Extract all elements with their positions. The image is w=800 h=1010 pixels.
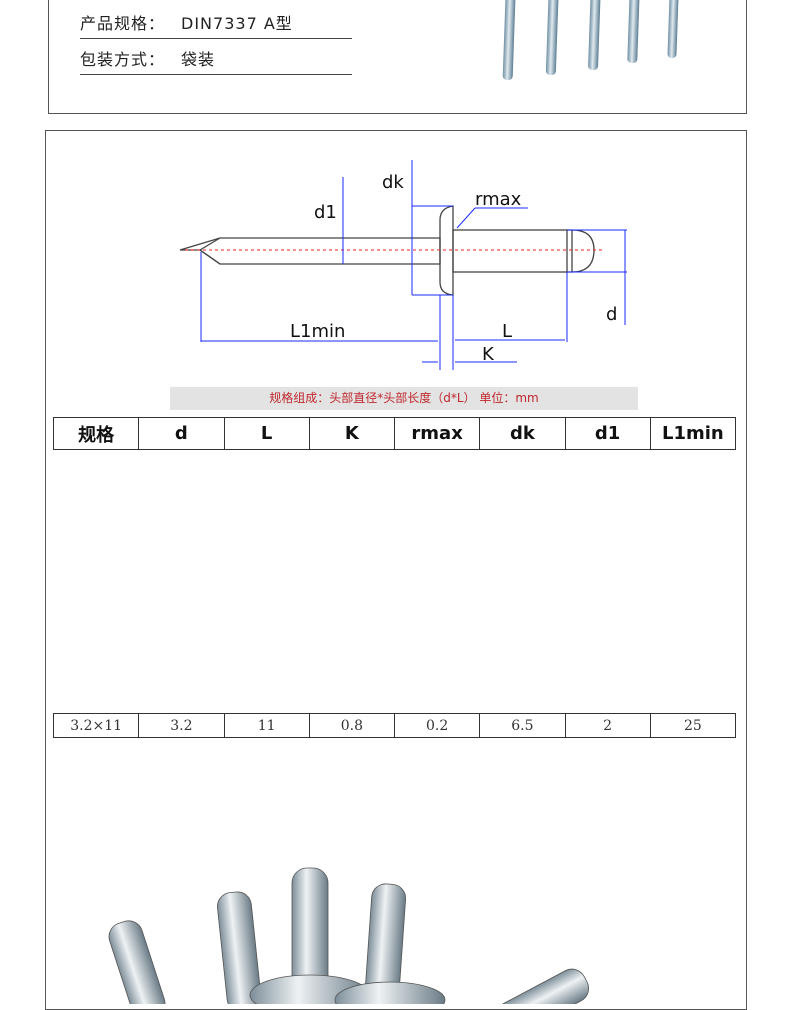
label-rmax: rmax bbox=[475, 189, 522, 210]
header-d: d bbox=[138, 417, 225, 450]
header-d1: d1 bbox=[564, 417, 651, 450]
header-spec: 规格 bbox=[52, 417, 140, 450]
cell: 11 bbox=[223, 713, 310, 738]
cell: 3.2 bbox=[138, 713, 225, 738]
label-l1min: L1min bbox=[290, 321, 345, 342]
spec-value: 袋装 bbox=[181, 50, 216, 69]
spec-row-packaging: 包装方式： 袋装 bbox=[80, 46, 352, 75]
dimension-panel bbox=[45, 130, 747, 1010]
cell: 25 bbox=[649, 713, 737, 738]
rivet-rods-photo bbox=[502, 0, 679, 81]
label-k: K bbox=[482, 344, 495, 365]
cell: 6.5 bbox=[479, 713, 566, 738]
header-dk: dk bbox=[479, 417, 566, 450]
spec-table-header: 规格 d L K rmax dk d1 L1min bbox=[52, 417, 737, 450]
header-l1min: L1min bbox=[649, 417, 737, 450]
rivets-photo bbox=[108, 867, 590, 1004]
spec-label: 包装方式： bbox=[80, 50, 166, 69]
table-row: 3.2×11 3.2 11 0.8 0.2 6.5 2 25 bbox=[52, 713, 737, 738]
label-d: d bbox=[606, 304, 617, 325]
cell: 0.8 bbox=[308, 713, 396, 738]
cell: 2 bbox=[564, 713, 651, 738]
spec-value: DIN7337 A型 bbox=[181, 14, 293, 33]
label-d1: d1 bbox=[314, 202, 337, 223]
header-rmax: rmax bbox=[393, 417, 481, 450]
cell: 0.2 bbox=[393, 713, 481, 738]
cell: 3.2×11 bbox=[52, 713, 140, 738]
rivet-dimension-diagram: d1 dk rmax d L1min L K bbox=[179, 160, 627, 370]
spec-label: 产品规格： bbox=[80, 14, 166, 33]
spec-table-data: 3.2×11 3.2 11 0.8 0.2 6.5 2 25 bbox=[52, 713, 737, 738]
header-l: L bbox=[223, 417, 310, 450]
label-l: L bbox=[502, 321, 512, 342]
spec-row-standard: 产品规格： DIN7337 A型 bbox=[80, 10, 352, 39]
label-dk: dk bbox=[382, 172, 404, 193]
unit-caption: 规格组成：头部直径*头部长度（d*L） 单位：mm bbox=[170, 387, 638, 410]
header-k: K bbox=[308, 417, 396, 450]
